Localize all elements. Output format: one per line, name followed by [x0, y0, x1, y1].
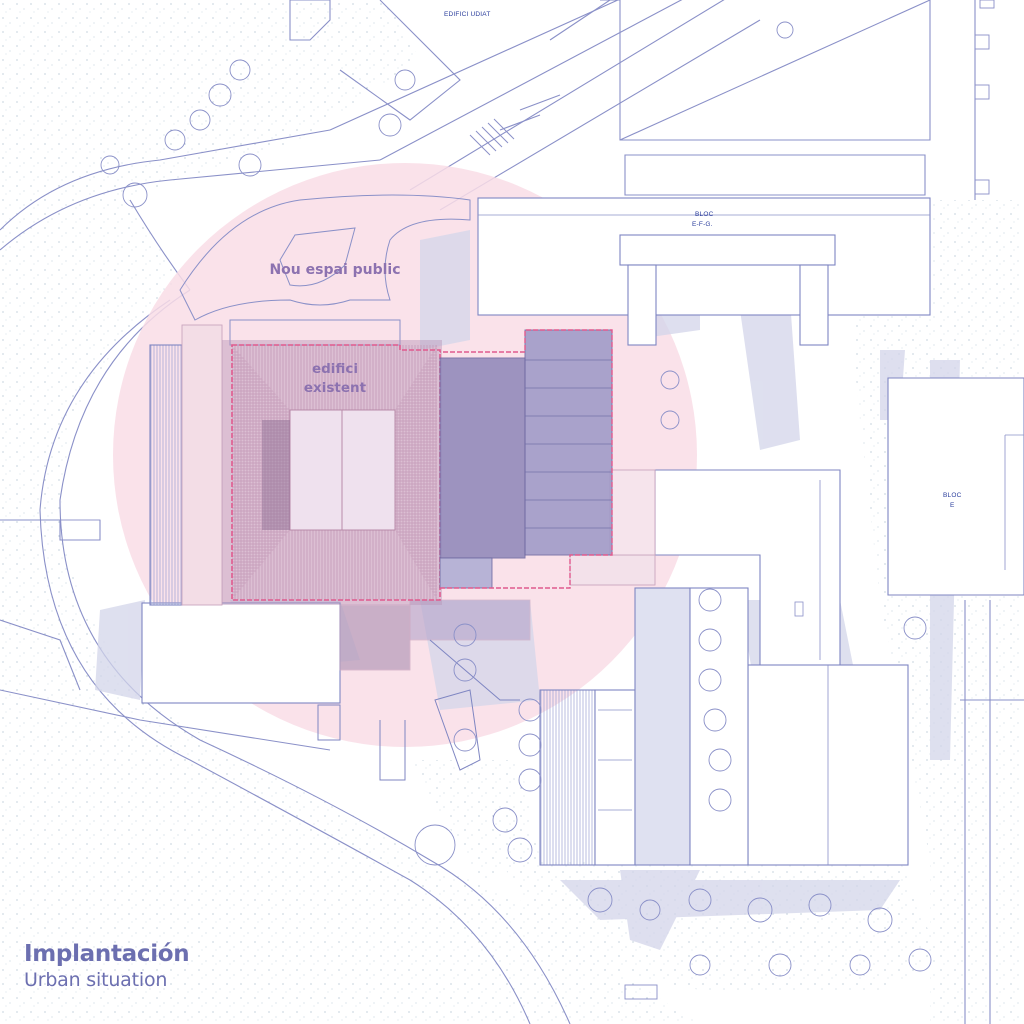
label-bloc-efg-1: BLOC: [695, 211, 714, 218]
label-bloc-efg-2: E-F-G.: [692, 221, 713, 228]
crosswalk: [469, 118, 515, 156]
existing-building: [222, 340, 442, 605]
building-details: [478, 214, 1024, 865]
caption: Implantación Urban situation: [24, 940, 190, 992]
ramps: [317, 639, 520, 781]
site-markers: [59, 0, 995, 1000]
label-edifici-udiat: EDIFICI UDIAT: [444, 11, 491, 18]
label-edifici-existent-2: existent: [304, 380, 367, 396]
adjacent-volumes: [181, 324, 656, 671]
label-bloc-e-2: E: [950, 502, 955, 509]
caption-subtitle: Urban situation: [24, 969, 168, 991]
new-building-blocks: [439, 329, 613, 589]
label-nou-espai-public: Nou espai public: [269, 262, 400, 278]
label-edifici-existent-1: edifici: [312, 361, 358, 377]
trees: [100, 21, 932, 977]
label-bloc-e-1: BLOC: [943, 492, 962, 499]
caption-title: Implantación: [24, 941, 190, 967]
